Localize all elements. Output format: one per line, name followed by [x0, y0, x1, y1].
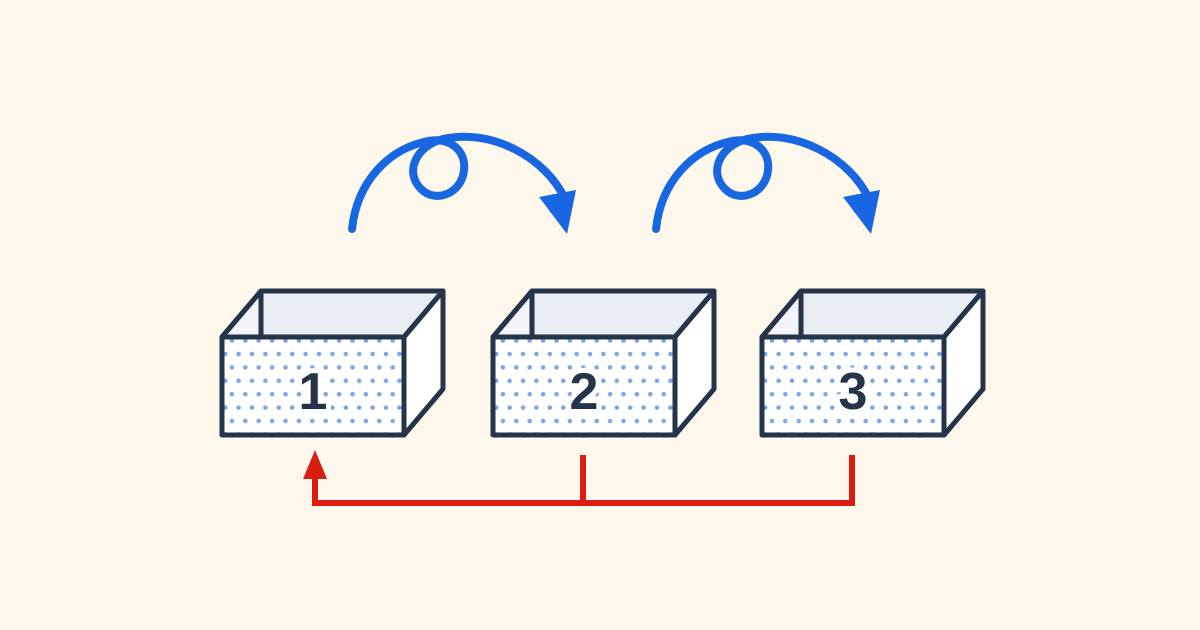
- wrap-around-arrow-icon: [303, 450, 855, 506]
- open-box-icon: [493, 291, 714, 435]
- box-2: 2: [493, 291, 714, 435]
- box-3: 3: [762, 291, 983, 435]
- box-1-label: 1: [299, 363, 328, 421]
- box-3-label: 3: [839, 363, 868, 421]
- box-1: 1: [222, 291, 443, 435]
- open-box-icon: [222, 291, 443, 435]
- box-2-label: 2: [570, 363, 599, 421]
- open-box-icon: [762, 291, 983, 435]
